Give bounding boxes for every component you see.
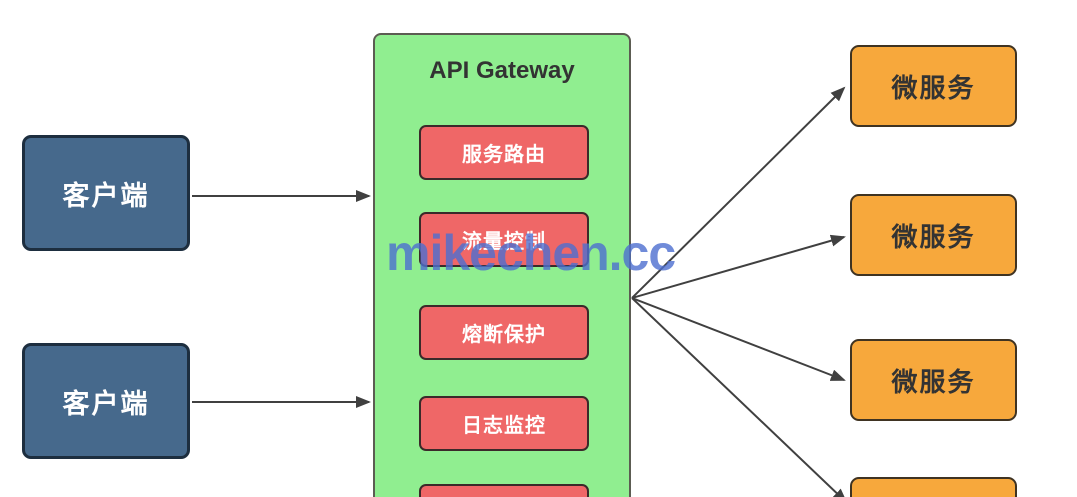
microservice-node-3: 微服务 — [850, 339, 1017, 421]
microservice-node-1-label: 微服务 — [891, 72, 976, 103]
microservice-node-2: 微服务 — [850, 194, 1017, 276]
microservice-node-1: 微服务 — [850, 45, 1017, 127]
gateway-feature-5-clipped — [419, 484, 589, 497]
client-node-1-label: 客户端 — [62, 180, 150, 211]
microservice-node-4-clipped — [850, 477, 1017, 497]
edge-gateway-to-service-2 — [631, 234, 846, 299]
api-gateway-node: API Gateway 服务路由 流量控制 熔断保护 日志监控 — [373, 33, 631, 497]
gateway-feature-traffic-control: 流量控制 — [419, 212, 589, 267]
api-gateway-title: API Gateway — [429, 57, 575, 84]
gateway-feature-service-routing: 服务路由 — [419, 125, 589, 180]
gateway-feature-1-label: 服务路由 — [462, 144, 546, 166]
gateway-feature-2-label: 流量控制 — [462, 231, 546, 253]
microservice-node-3-label: 微服务 — [891, 366, 976, 397]
edge-gateway-to-service-3 — [631, 297, 846, 381]
microservice-node-2-label: 微服务 — [891, 221, 976, 252]
client-node-1: 客户端 — [22, 135, 190, 251]
gateway-feature-4-label: 日志监控 — [462, 415, 546, 437]
edge-gateway-to-service-1 — [631, 86, 846, 299]
gateway-feature-circuit-breaker: 熔断保护 — [419, 305, 589, 360]
edge-gateway-to-service-4 — [631, 297, 848, 497]
client-node-2-label: 客户端 — [62, 388, 150, 419]
gateway-feature-log-monitoring: 日志监控 — [419, 396, 589, 451]
gateway-feature-3-label: 熔断保护 — [462, 324, 546, 346]
client-node-2: 客户端 — [22, 343, 190, 459]
